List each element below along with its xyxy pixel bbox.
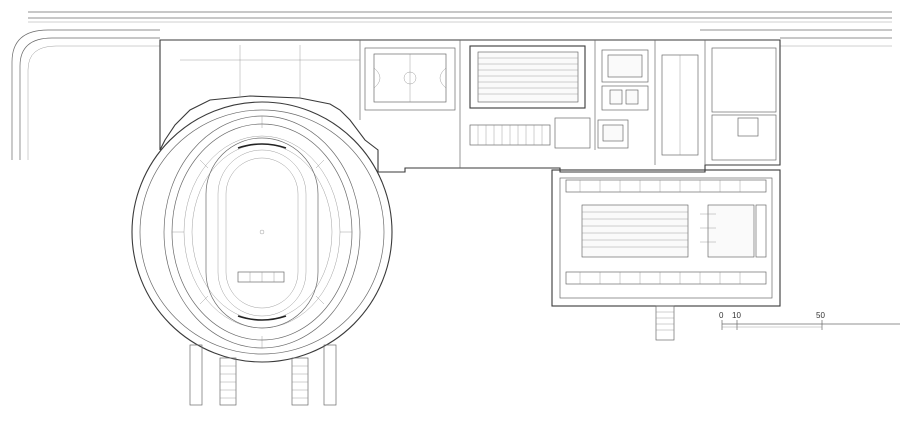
right-wing — [661, 47, 777, 161]
scale-label-0: 0 — [719, 311, 724, 320]
scale-bar: 0 10 50 — [719, 311, 900, 330]
scale-label-10: 10 — [732, 311, 741, 320]
training-pool-upper — [469, 45, 586, 109]
stadium — [131, 101, 393, 363]
small-pools — [597, 49, 649, 149]
street-band — [11, 11, 892, 160]
seating-rows-upper — [469, 117, 591, 149]
scale-label-50: 50 — [816, 311, 825, 320]
basketball-court — [364, 47, 456, 111]
stadium-ramps — [189, 344, 337, 406]
natatorium — [551, 169, 781, 341]
